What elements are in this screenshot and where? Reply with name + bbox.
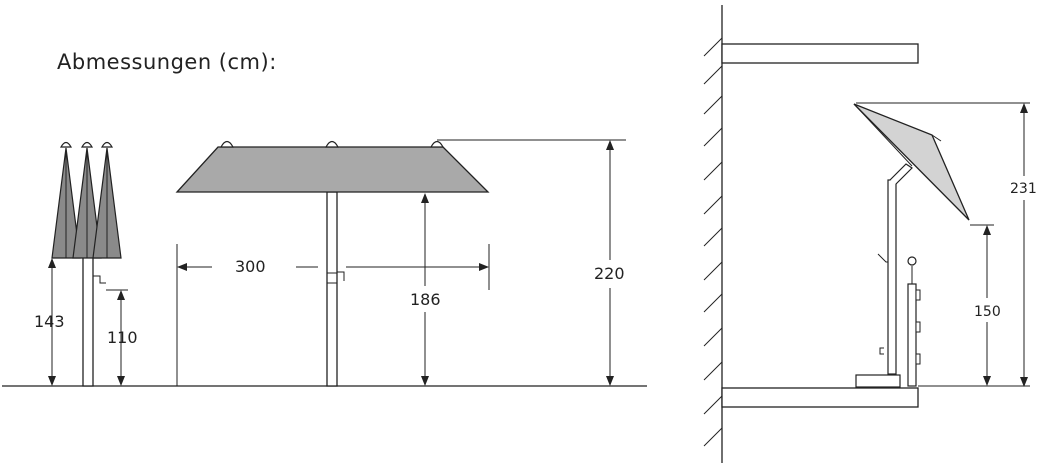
closed-umbrella bbox=[51, 141, 122, 387]
dimensions-title: Abmessungen (cm): bbox=[57, 50, 277, 74]
tilted-umbrella bbox=[853, 103, 970, 388]
dim-label-300: 300 bbox=[235, 257, 266, 276]
dim-label-231: 231 bbox=[1010, 181, 1037, 197]
dim-label-150: 150 bbox=[974, 304, 1001, 320]
open-umbrella bbox=[175, 140, 490, 387]
dim-label-143: 143 bbox=[34, 312, 65, 331]
dim-label-220: 220 bbox=[594, 264, 625, 283]
balcony-wall bbox=[703, 5, 919, 463]
dim-label-186: 186 bbox=[410, 290, 441, 309]
dim-label-110: 110 bbox=[107, 328, 138, 347]
